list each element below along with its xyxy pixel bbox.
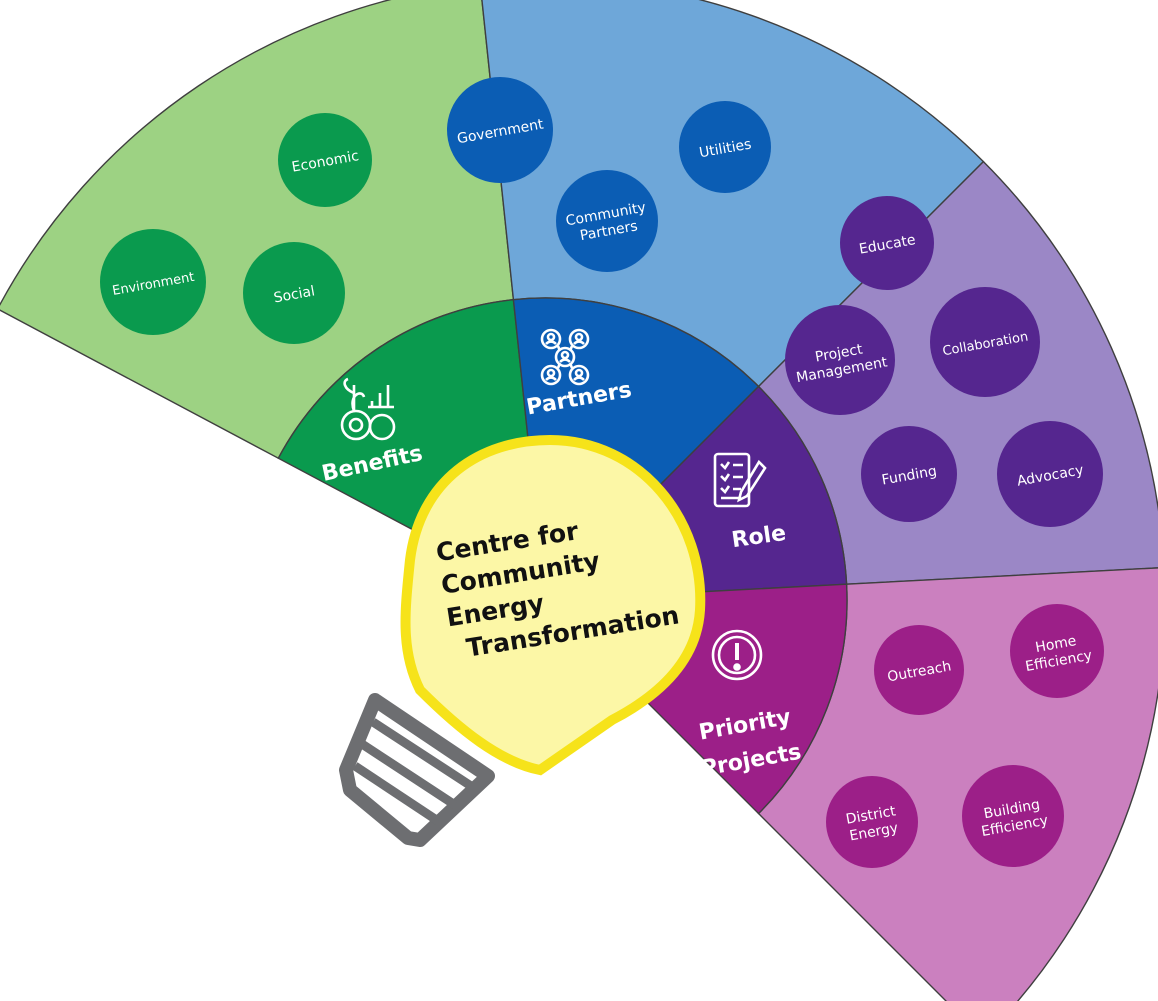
item-bubble: Environment — [100, 229, 206, 335]
item-bubble: CommunityPartners — [556, 170, 658, 272]
item-bubble: Utilities — [679, 101, 771, 193]
item-bubble: Funding — [861, 426, 957, 522]
bubble-circle — [930, 287, 1040, 397]
bubble-circle — [962, 765, 1064, 867]
bubble-circle — [997, 421, 1103, 527]
item-bubble: Social — [243, 242, 345, 344]
item-bubble: Collaboration — [930, 287, 1040, 397]
bubble-label-line: Social — [273, 283, 317, 306]
bubble-circle — [826, 776, 918, 868]
bubble-label: BuildingEfficiency — [977, 796, 1049, 840]
item-bubble: BuildingEfficiency — [962, 765, 1064, 867]
item-bubble: Educate — [840, 196, 934, 290]
bubble-circle — [861, 426, 957, 522]
bubble-circle — [874, 625, 964, 715]
bulb-base-icon — [339, 693, 495, 847]
bubble-circle — [447, 77, 553, 183]
people-network-icon — [540, 328, 590, 386]
item-bubble: Government — [447, 77, 553, 183]
bulb-glass — [400, 434, 706, 776]
growth-coins-icon — [340, 377, 396, 441]
item-bubble: ProjectManagement — [785, 305, 895, 415]
bubble-circle — [840, 196, 934, 290]
bubble-circle — [243, 242, 345, 344]
checklist-pen-icon — [713, 452, 767, 508]
bubble-label-line: Home — [1034, 633, 1077, 656]
bubble-label: Social — [273, 283, 317, 306]
bubble-circle — [278, 113, 372, 207]
bubble-label: CommunityPartners — [565, 200, 651, 247]
bubble-circle — [100, 229, 206, 335]
item-bubble: HomeEfficiency — [1010, 604, 1104, 698]
item-bubble: Economic — [278, 113, 372, 207]
item-bubble: Advocacy — [997, 421, 1103, 527]
item-bubble: Outreach — [874, 625, 964, 715]
bubble-circle — [556, 170, 658, 272]
exclamation-circle-icon — [711, 629, 763, 681]
bubble-circle — [679, 101, 771, 193]
item-bubble: DistrictEnergy — [826, 776, 918, 868]
bubble-circle — [785, 305, 895, 415]
bubble-circle — [1010, 604, 1104, 698]
